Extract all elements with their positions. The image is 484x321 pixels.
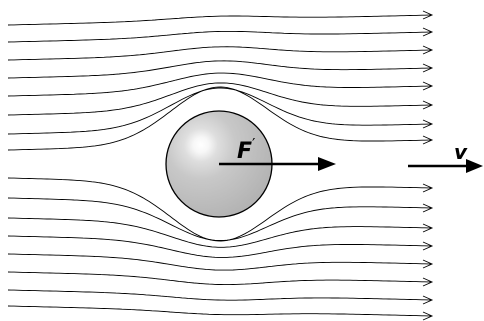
streamline <box>7 217 432 248</box>
streamline <box>7 271 432 286</box>
streamline <box>7 86 432 151</box>
velocity-label: v <box>454 140 468 164</box>
streamline-arrowhead <box>422 259 434 269</box>
streamline-arrowhead <box>422 311 434 321</box>
streamline-arrowhead <box>422 183 434 193</box>
streamline-arrowhead <box>422 100 434 110</box>
streamline <box>7 197 432 241</box>
streamline <box>7 46 432 61</box>
streamline <box>7 14 432 26</box>
streamline-arrowhead <box>422 81 434 91</box>
streamline-arrowhead <box>422 119 434 129</box>
streamline <box>7 253 432 271</box>
streamline-arrowhead <box>422 203 434 213</box>
force-arrow <box>219 157 336 171</box>
streamline-arrowhead <box>422 27 434 37</box>
streamline <box>7 235 432 258</box>
streamline <box>7 305 432 317</box>
velocity-arrow <box>408 159 483 173</box>
streamline-arrowhead <box>422 223 434 233</box>
streamline-arrowhead <box>422 135 434 145</box>
force-prime-mark: ′ <box>252 135 256 153</box>
streamline <box>7 72 432 97</box>
streamline <box>7 60 432 79</box>
streamline-arrowhead <box>422 45 434 55</box>
streamline <box>7 289 432 301</box>
streamline <box>7 30 432 43</box>
streamline-arrowhead <box>422 295 434 305</box>
streamline-arrowhead <box>422 277 434 287</box>
streamlines-group <box>7 10 434 321</box>
force-label: F′ <box>237 135 256 164</box>
streamline-arrowhead <box>422 241 434 251</box>
streamline-arrowhead <box>422 10 434 20</box>
streamline <box>7 87 432 135</box>
streamline-arrowhead <box>422 63 434 73</box>
streamline <box>7 82 432 116</box>
